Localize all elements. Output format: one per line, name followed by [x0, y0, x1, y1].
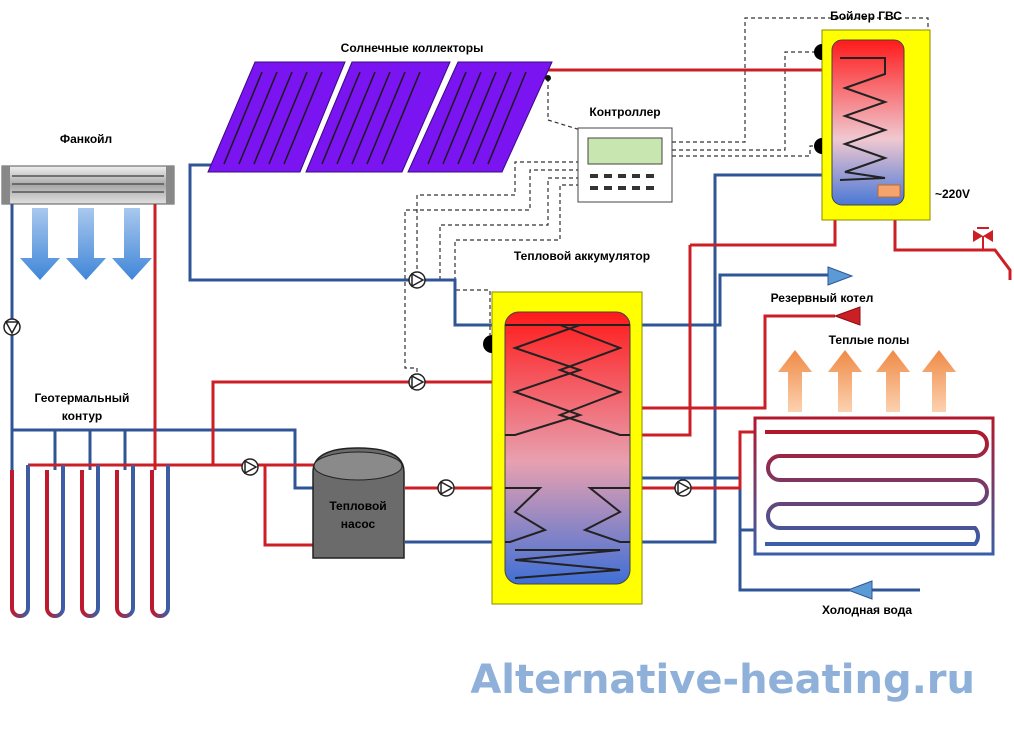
- controller-display: [587, 137, 663, 165]
- solar-collectors-label: Солнечные коллекторы: [341, 41, 484, 55]
- voltage-label: ~220V: [935, 187, 970, 201]
- solar-panel: [207, 61, 346, 173]
- airflow-arrow-icon: [112, 208, 152, 280]
- heat-pump: [312, 447, 405, 559]
- diagram-labels: Солнечные коллекторы Бойлер ГВС Контролл…: [35, 9, 970, 617]
- pump-icon: [241, 458, 259, 476]
- valve-icon: [973, 227, 993, 250]
- geothermal-loop: [10, 465, 170, 618]
- controller-buttons: [590, 174, 654, 190]
- temperature-sensor-icon: [483, 335, 492, 353]
- solar-panel: [407, 61, 553, 173]
- fancoil-label: Фанкойл: [60, 132, 112, 146]
- heat-arrow-icon: [778, 350, 812, 412]
- solar-collectors: [207, 61, 553, 173]
- heat-arrow-icon: [828, 350, 862, 412]
- heat-arrow-icon: [922, 350, 956, 412]
- temperature-sensor-icon: [814, 44, 822, 60]
- floor-heating-label: Теплые полы: [829, 333, 910, 347]
- heat-accumulator: [483, 291, 643, 605]
- dhw-boiler: [814, 29, 931, 221]
- pump-icon: [408, 373, 426, 391]
- backup-boiler-inlet-arrow-icon: [833, 306, 861, 326]
- fancoil: [1, 165, 175, 280]
- pump-icon: [437, 479, 455, 497]
- airflow-arrow-icon: [66, 208, 106, 280]
- temperature-sensor-icon: [814, 138, 822, 154]
- solar-panel: [305, 61, 451, 173]
- heat-arrow-icon: [876, 350, 910, 412]
- floor-heating: [753, 350, 995, 556]
- cold-water-label: Холодная вода: [822, 603, 912, 617]
- cold-water-arrow-icon: [846, 580, 873, 600]
- geothermal-label-line1: Геотермальный: [35, 391, 130, 405]
- heat-pump-label-line1: Тепловой: [329, 499, 386, 513]
- backup-boiler-outlet-arrow-icon: [827, 266, 854, 286]
- temperature-sensor-icon: [545, 75, 551, 81]
- backup-boiler-label: Резервный котел: [771, 291, 874, 305]
- flow-arrows: [827, 266, 920, 600]
- pump-icon: [3, 318, 21, 336]
- controller-label: Контроллер: [589, 105, 660, 119]
- controller: [577, 127, 673, 203]
- control-wiring: [404, 17, 929, 380]
- airflow-arrow-icon: [20, 208, 60, 280]
- pump-icon: [674, 479, 692, 497]
- heat-accumulator-label: Тепловой аккумулятор: [514, 249, 650, 263]
- dhw-boiler-label: Бойлер ГВС: [830, 9, 902, 23]
- electric-heater-icon: [877, 184, 901, 198]
- heat-pump-label-line2: насос: [341, 517, 376, 531]
- pumps: [3, 271, 692, 497]
- cold-pipes: [10, 163, 850, 592]
- watermark: Alternative-heating.ru: [470, 657, 975, 703]
- geothermal-label-line2: контур: [62, 409, 102, 423]
- pump-icon: [408, 271, 426, 289]
